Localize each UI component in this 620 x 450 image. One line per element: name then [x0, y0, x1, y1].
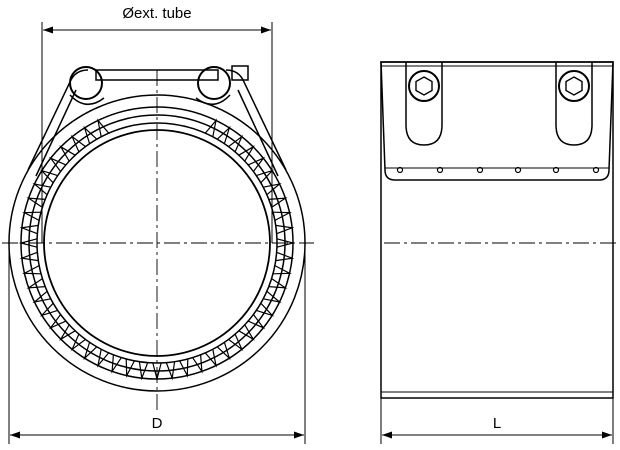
grip-tooth — [204, 118, 218, 137]
grip-tooth — [32, 290, 51, 304]
grip-tooth — [32, 182, 51, 196]
grip-tooth — [125, 358, 135, 378]
length-label: L — [493, 415, 501, 432]
grip-tooth — [247, 314, 266, 330]
grip-tooth — [96, 349, 110, 368]
grip-tooth — [26, 197, 46, 208]
front-view — [2, 22, 314, 444]
hex-socket-left — [415, 76, 433, 96]
grip-tooth — [22, 265, 42, 275]
grip-tooth — [39, 302, 58, 317]
grip-tooth — [238, 145, 255, 162]
rivet — [592, 166, 600, 174]
grip-tooth — [19, 251, 39, 262]
grip-tooth — [275, 224, 295, 235]
grip-tooth — [48, 314, 67, 330]
grip-tooth — [275, 251, 295, 262]
bolt-slot-right — [555, 62, 593, 146]
hex-socket-right — [565, 76, 583, 96]
tube-diameter-label: Øext. tube — [122, 5, 191, 22]
closing-plate — [380, 61, 614, 181]
grip-tooth — [216, 125, 231, 144]
rivet — [436, 166, 444, 174]
grip-tooth — [165, 361, 176, 381]
rivet — [514, 166, 522, 174]
grip-tooth — [263, 182, 282, 196]
grip-tooth — [192, 354, 203, 374]
side-view — [380, 61, 618, 444]
grip-tooth — [272, 211, 292, 221]
grip-tooth — [111, 354, 122, 374]
gripping-ring-teeth — [18, 118, 296, 382]
grip-tooth — [83, 125, 98, 144]
bolt-head-right — [558, 70, 590, 102]
rivet — [552, 166, 560, 174]
coupling-body — [380, 61, 614, 399]
clamp-strap-right-inner — [237, 89, 279, 177]
grip-tooth — [263, 290, 282, 304]
grip-tooth — [216, 342, 231, 361]
grip-tooth — [179, 358, 189, 378]
bolt-slot-left — [405, 62, 443, 146]
clamp-strap-right — [225, 69, 287, 171]
clamp-strap-left-inner — [35, 89, 77, 177]
grip-tooth — [22, 211, 42, 221]
outer-diameter-label: D — [152, 415, 163, 432]
bolt-head-left — [408, 70, 440, 102]
grip-tooth — [138, 361, 149, 381]
grip-tooth — [228, 134, 244, 153]
grip-tooth — [59, 324, 76, 341]
grip-tooth — [48, 156, 67, 172]
grip-tooth — [268, 197, 288, 208]
rivet-row — [396, 166, 600, 174]
grip-tooth — [268, 278, 288, 289]
closing-bar-tab — [231, 65, 249, 81]
grip-tooth — [96, 118, 110, 137]
closing-bolt-right — [197, 66, 231, 100]
bolt-housing-left — [69, 94, 105, 105]
rivet — [476, 166, 484, 174]
grip-tooth — [19, 224, 39, 235]
grip-tooth — [59, 145, 76, 162]
grip-tooth — [256, 302, 275, 317]
grip-tooth — [70, 134, 86, 153]
grip-tooth — [228, 333, 244, 352]
grip-tooth — [83, 342, 98, 361]
grip-tooth — [247, 156, 266, 172]
clamp-strap-left — [27, 69, 89, 171]
bolt-housing-right — [195, 94, 231, 105]
grip-tooth — [26, 278, 46, 289]
rivet — [396, 166, 404, 174]
grip-tooth — [70, 333, 86, 352]
grip-tooth — [272, 265, 292, 275]
grip-tooth — [18, 238, 38, 248]
grip-tooth — [238, 324, 255, 341]
closing-bolt-left — [69, 66, 103, 100]
grip-tooth — [204, 349, 218, 368]
